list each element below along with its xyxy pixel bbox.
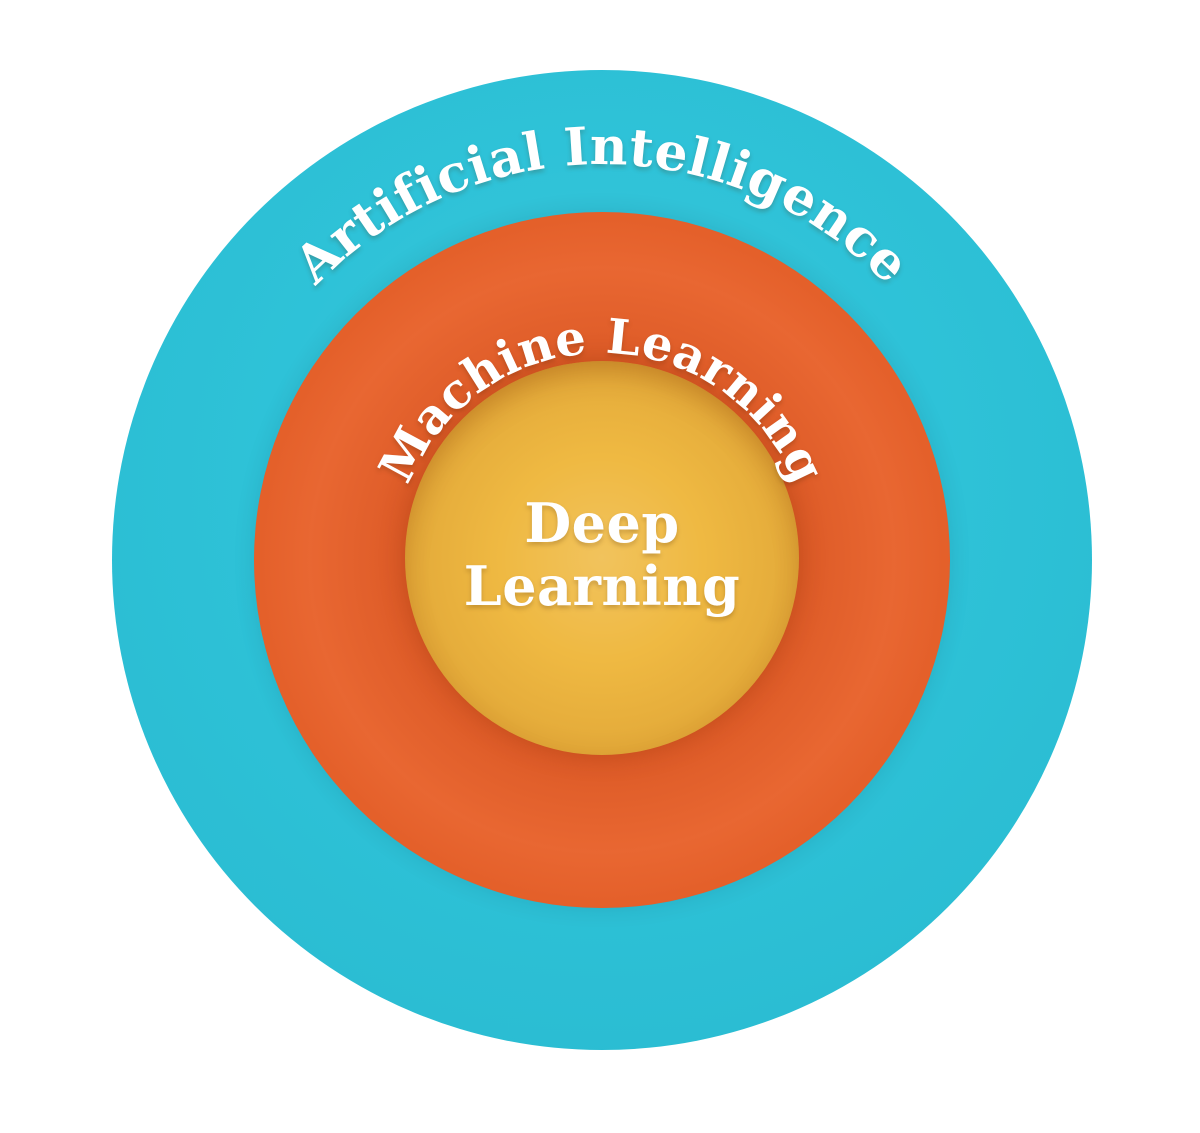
circle-deep-learning (405, 361, 799, 755)
label-machine-learning: Machine Learning (368, 309, 835, 492)
label-deep-learning-line2: Learning (464, 554, 741, 618)
label-artificial-intelligence: Artificial Intelligence (282, 116, 921, 296)
label-deep-learning-line1: Deep (524, 491, 679, 555)
circle-machine-learning (254, 212, 950, 908)
